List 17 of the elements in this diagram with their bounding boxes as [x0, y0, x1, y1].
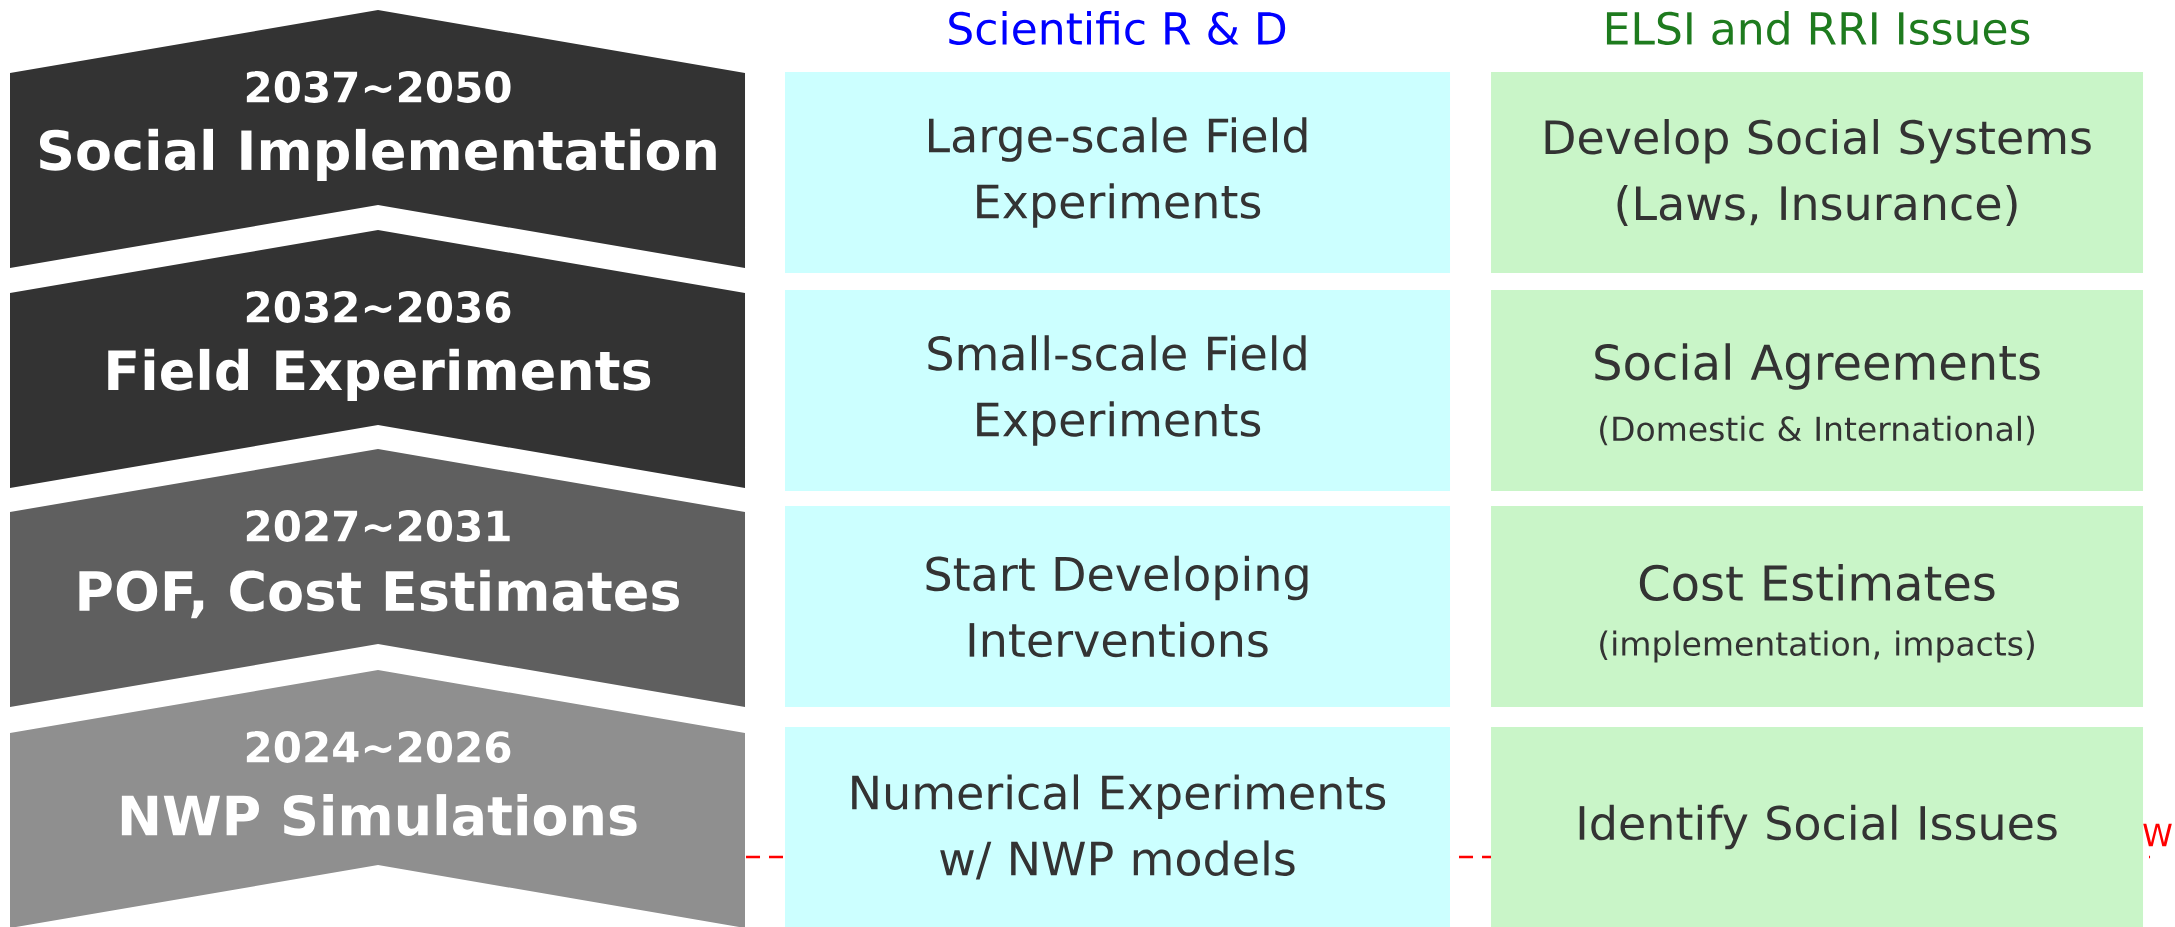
node-label: Field Experiments — [108, 348, 651, 402]
text-box: Cost Estimates (implementation, impacts) — [1491, 506, 2143, 707]
text-box: Social Agreements (Domestic & International) — [1491, 290, 2143, 491]
chevron-band: 2032~2036 Field Experiments — [10, 230, 745, 488]
node-label: 2032~2036 — [246, 291, 511, 323]
chevron-band: 2027~2031 POF, Cost Estimates — [10, 449, 745, 707]
chevron-band: 2024~2026 NWP Simulations — [10, 670, 745, 927]
text-box: Identify Social Issues — [1491, 727, 2143, 927]
text-box: Small-scale Field Experiments — [785, 290, 1450, 491]
node-label: 2037~2050 — [246, 71, 511, 103]
chevron-band: 2037~2050 Social Implementation — [10, 10, 745, 268]
marker-text: W — [2143, 823, 2172, 847]
text-box: Develop Social Systems (Laws, Insurance) — [1491, 72, 2143, 273]
text-box: Large-scale Field Experiments — [785, 72, 1450, 273]
text-box: Numerical Experiments w/ NWP models — [785, 727, 1450, 927]
node-label: Social Implementation — [39, 128, 716, 182]
text-box: Start Developing Interventions — [785, 506, 1450, 707]
